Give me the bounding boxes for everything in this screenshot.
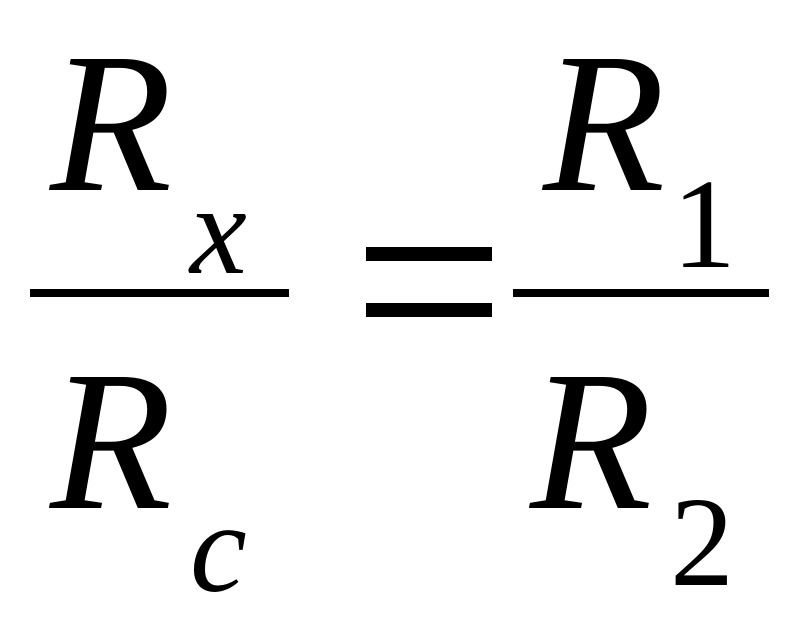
equals-top-bar	[366, 247, 492, 261]
left-numerator-subscript: x	[190, 159, 247, 301]
right-denominator-subscript: 2	[670, 471, 734, 613]
right-numerator-symbol: R	[543, 13, 666, 234]
left-denominator-symbol: R	[50, 331, 173, 552]
left-numerator-symbol: R	[50, 13, 173, 234]
left-denominator-subscript: c	[190, 477, 247, 619]
right-denominator-symbol: R	[530, 331, 653, 552]
equals-bottom-bar	[366, 303, 492, 317]
right-fraction-bar	[513, 289, 769, 297]
right-numerator-subscript: 1	[672, 153, 736, 295]
left-fraction-bar	[30, 289, 289, 297]
